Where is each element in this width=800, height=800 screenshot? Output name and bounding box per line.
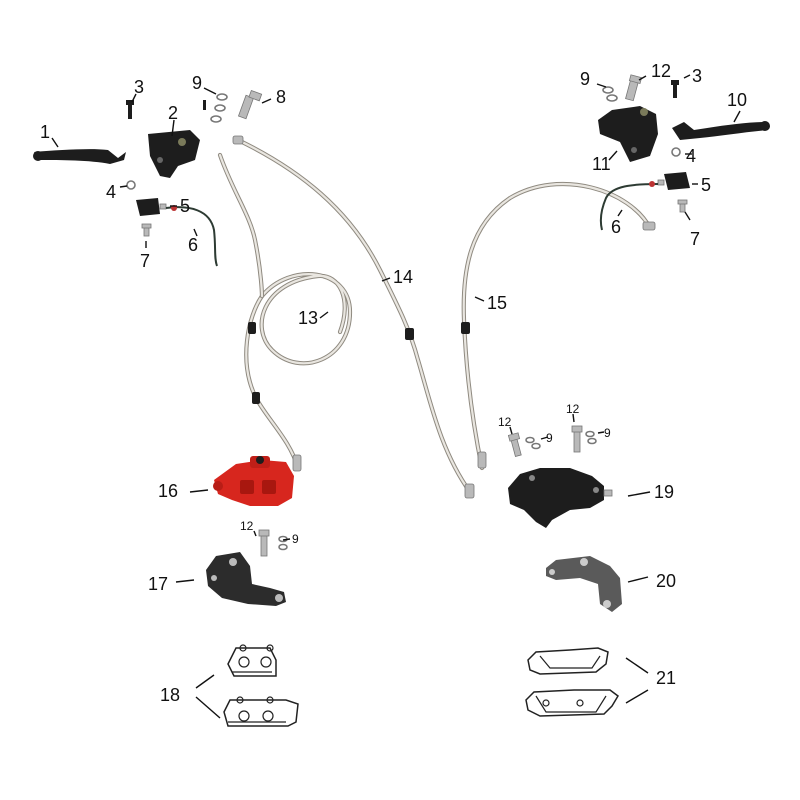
front-brake-pads: [223, 644, 299, 727]
callout-15-hose: 15: [487, 293, 507, 313]
left-master-cylinder: [148, 130, 200, 178]
callout-16-front-caliper: 16: [158, 481, 178, 501]
callout-6-right-wire: 6: [611, 217, 621, 237]
callout-8-left-banjo-bolt: 8: [276, 87, 286, 107]
callout-14-hose: 14: [393, 267, 413, 287]
rear-caliper-washers-b: [585, 430, 597, 445]
right-wire: [599, 181, 659, 231]
callout-7-left-bolt: 7: [140, 251, 150, 271]
callout-13-hose: 13: [298, 308, 318, 328]
callout-5-left-switch: 5: [180, 196, 190, 216]
left-brake-lever: [33, 149, 126, 164]
callout-18-front-pads: 18: [160, 685, 180, 705]
leader-lines: [51, 74, 741, 719]
right-bolt: [677, 199, 688, 213]
callout-11-right-master-cylinder: 11: [592, 154, 611, 174]
right-banjo-bolt: [625, 74, 643, 102]
callout-21-rear-pads: 21: [656, 668, 676, 688]
callout-9-front-caliper-washers: 9: [292, 532, 299, 546]
right-screw: [671, 80, 679, 98]
callout-12-rear-bolt-a: 12: [498, 415, 512, 429]
callout-9-right-washers: 9: [580, 69, 590, 89]
callout-9-rear-washers-a: 9: [546, 431, 553, 445]
front-caliper-bolt: [258, 529, 270, 557]
callout-9-left-washers: 9: [192, 73, 202, 93]
right-master-cylinder: [598, 106, 658, 162]
callout-17-front-bracket: 17: [148, 574, 168, 594]
front-caliper-bracket: [206, 552, 286, 606]
callout-labels: 1 2 3 4 5 6 7 8 9 10 11 12 3 9 4 5 6 7 1…: [40, 61, 747, 705]
rear-caliper-bracket: [546, 556, 622, 612]
callout-12-right-banjo-bolt: 12: [651, 61, 671, 81]
right-switch: [657, 172, 690, 190]
front-caliper: [213, 456, 294, 506]
callout-3-right-screw: 3: [692, 66, 702, 86]
left-switch: [136, 198, 167, 216]
callout-5-right-switch: 5: [701, 175, 711, 195]
left-washers: [203, 93, 228, 123]
callout-6-left-wire: 6: [188, 235, 198, 255]
rear-caliper-bolt-b: [571, 425, 583, 453]
left-banjo-bolt: [237, 89, 263, 120]
callout-10-right-lever: 10: [727, 90, 747, 110]
right-brake-lever: [672, 121, 770, 140]
callout-9-rear-washers-b: 9: [604, 426, 611, 440]
left-nut: [126, 180, 136, 190]
rear-caliper-bolt-a: [507, 432, 522, 457]
left-bolt: [141, 223, 152, 237]
right-washers: [602, 86, 618, 102]
front-caliper-washers: [278, 535, 288, 551]
callout-12-rear-bolt-b: 12: [566, 402, 580, 416]
callout-2-left-master-cylinder: 2: [168, 103, 178, 123]
rear-brake-pads: [525, 647, 619, 717]
callout-1-left-lever: 1: [40, 122, 50, 142]
rear-caliper-washers-a: [525, 436, 541, 450]
callout-20-rear-bracket: 20: [656, 571, 676, 591]
callout-19-rear-caliper: 19: [654, 482, 674, 502]
brake-hose-14: [232, 135, 475, 499]
rear-caliper: [508, 468, 613, 528]
callout-7-right-bolt: 7: [690, 229, 700, 249]
brake-hose-15: [461, 182, 656, 471]
right-nut: [671, 147, 681, 157]
callout-4-left-nut: 4: [106, 182, 116, 202]
callout-12-front-caliper-bolt: 12: [240, 519, 254, 533]
left-screw: [126, 100, 134, 119]
callout-3-left-screw: 3: [134, 77, 144, 97]
brake-hose-13: [217, 152, 353, 472]
callout-4-right-nut: 4: [686, 146, 696, 166]
